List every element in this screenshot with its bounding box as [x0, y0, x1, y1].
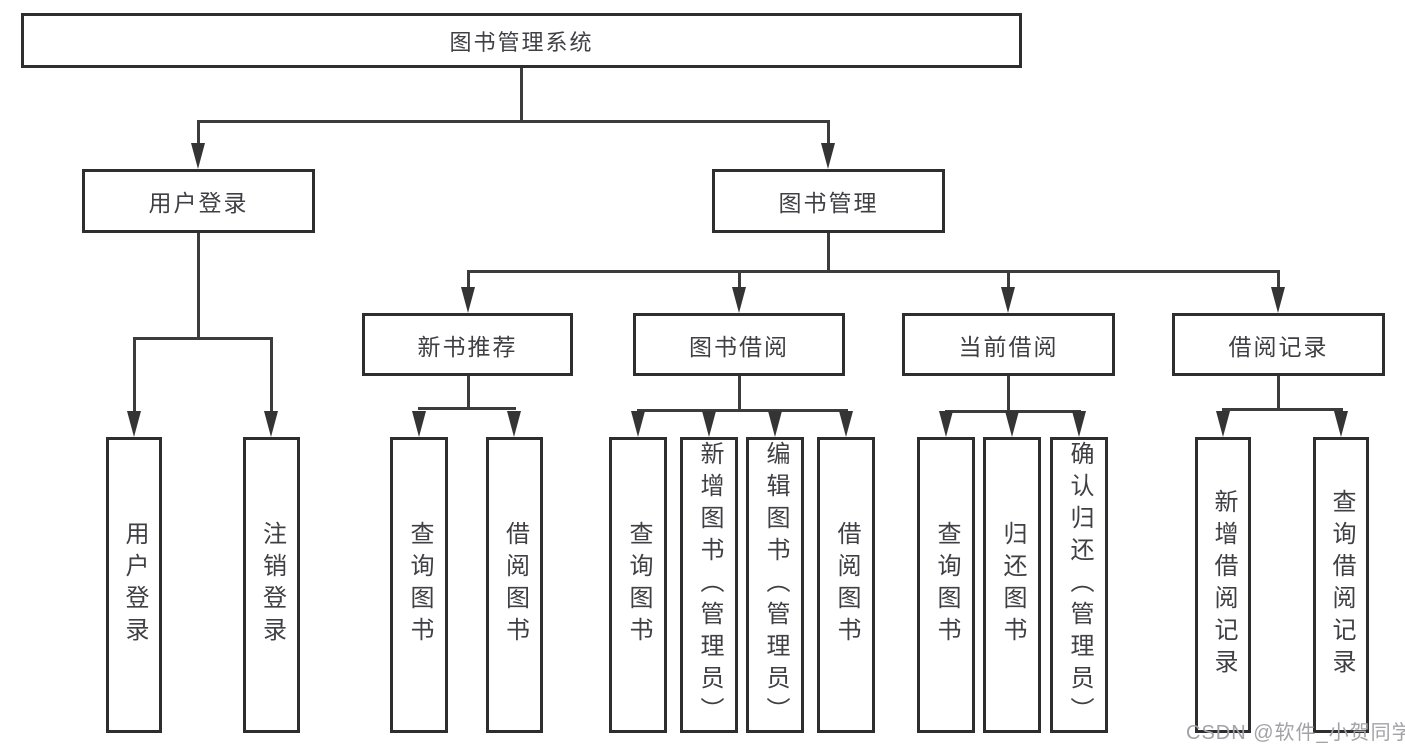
- connector-arrow: [732, 287, 746, 313]
- leaf-query-books-borrow-label: 查询图书: [625, 521, 652, 649]
- leaf-add-borrow-record-label: 新增借阅记录: [1210, 489, 1237, 681]
- leaf-add-book-admin: 新增图书（管理员）: [680, 437, 738, 733]
- node-borrow-records-label: 借阅记录: [1228, 333, 1329, 360]
- connector-arrow: [264, 411, 278, 437]
- leaf-borrow-books-2-label: 借阅图书: [833, 521, 860, 649]
- leaf-borrow-books-recommend: 借阅图书: [486, 437, 543, 733]
- connector-arrow: [1271, 287, 1285, 313]
- node-book-borrow-label: 图书借阅: [689, 333, 789, 360]
- connector-arrow: [461, 287, 475, 313]
- connector-line: [197, 120, 829, 123]
- node-user-login-label: 用户登录: [148, 190, 249, 216]
- leaf-logout-label: 注销登录: [258, 521, 286, 649]
- node-book-management: 图书管理: [712, 169, 945, 233]
- connector-arrow: [768, 411, 782, 437]
- leaf-query-books-borrow: 查询图书: [609, 437, 667, 733]
- connector-line: [637, 409, 848, 412]
- connector-line: [133, 337, 273, 340]
- node-root: 图书管理系统: [21, 13, 1022, 68]
- connector-line: [1007, 270, 1010, 289]
- connector-arrow: [191, 143, 205, 169]
- connector-arrow: [1001, 287, 1015, 313]
- node-book-borrow: 图书借阅: [633, 313, 845, 376]
- connector-arrow: [839, 411, 853, 437]
- connector-line: [827, 120, 830, 145]
- connector-line: [467, 270, 1280, 273]
- connector-arrow: [1334, 411, 1348, 437]
- leaf-query-books-recommend: 查询图书: [390, 437, 448, 733]
- leaf-return-book: 归还图书: [983, 437, 1041, 733]
- connector-arrow: [412, 411, 426, 437]
- leaf-confirm-return-admin-label: 确认归还（管理员）: [1066, 441, 1093, 729]
- connector-line: [1007, 376, 1010, 412]
- node-new-book-recommend-label: 新书推荐: [417, 333, 518, 360]
- connector-line: [520, 68, 523, 120]
- leaf-user-login: 用户登录: [106, 437, 162, 733]
- leaf-confirm-return-admin: 确认归还（管理员）: [1050, 437, 1108, 733]
- node-user-login: 用户登录: [82, 169, 315, 233]
- leaf-edit-book-admin: 编辑图书（管理员）: [746, 437, 804, 733]
- connector-line: [827, 233, 830, 270]
- connector-line: [1277, 270, 1280, 289]
- leaf-return-book-label: 归还图书: [999, 521, 1026, 649]
- connector-line: [738, 376, 741, 412]
- connector-line: [133, 337, 136, 413]
- node-new-book-recommend: 新书推荐: [362, 313, 573, 376]
- leaf-query-books-current: 查询图书: [917, 437, 975, 733]
- connector-arrow: [507, 411, 521, 437]
- connector-line: [1277, 376, 1280, 411]
- connector-arrow: [1216, 411, 1230, 437]
- connector-arrow: [821, 143, 835, 169]
- leaf-borrow-books-recommend-label: 借阅图书: [501, 521, 529, 649]
- leaf-edit-book-admin-label: 编辑图书（管理员）: [762, 441, 789, 729]
- leaf-query-books-current-label: 查询图书: [933, 521, 960, 649]
- connector-arrow: [939, 411, 953, 437]
- node-current-borrow: 当前借阅: [902, 313, 1115, 376]
- leaf-user-login-label: 用户登录: [121, 521, 148, 649]
- leaf-query-books-recommend-label: 查询图书: [406, 521, 433, 649]
- node-root-label: 图书管理系统: [449, 29, 594, 55]
- connector-line: [738, 270, 741, 289]
- connector-line: [270, 337, 273, 413]
- connector-line: [1222, 408, 1343, 411]
- connector-arrow: [702, 411, 716, 437]
- csdn-watermark: CSDN @软件_小贺同学: [1186, 722, 1405, 744]
- node-book-management-label: 图书管理: [778, 190, 879, 216]
- connector-line: [418, 407, 516, 410]
- connector-line: [467, 376, 470, 410]
- leaf-logout: 注销登录: [243, 437, 300, 733]
- node-borrow-records: 借阅记录: [1172, 313, 1385, 376]
- leaf-borrow-books-2: 借阅图书: [817, 437, 875, 733]
- connector-arrow: [1072, 411, 1086, 437]
- connector-arrow: [1005, 411, 1019, 437]
- connector-line: [197, 120, 200, 145]
- connector-arrow: [127, 411, 141, 437]
- leaf-query-borrow-record: 查询借阅记录: [1313, 437, 1369, 733]
- leaf-add-borrow-record: 新增借阅记录: [1195, 437, 1251, 733]
- leaf-add-book-admin-label: 新增图书（管理员）: [696, 441, 723, 729]
- connector-arrow: [631, 411, 645, 437]
- leaf-query-borrow-record-label: 查询借阅记录: [1328, 489, 1355, 681]
- connector-line: [467, 270, 470, 289]
- node-current-borrow-label: 当前借阅: [958, 333, 1059, 360]
- connector-line: [197, 233, 200, 337]
